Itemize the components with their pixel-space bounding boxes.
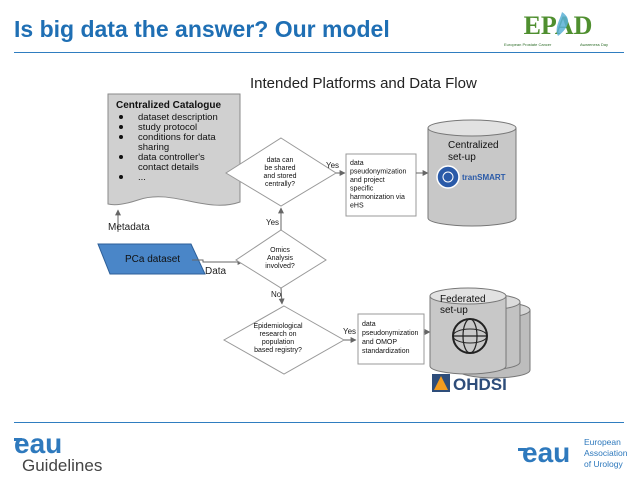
eau-logo-right-text: eau xyxy=(522,438,570,468)
ohdsi-logo: OHDSI xyxy=(432,374,507,394)
decision_epi-line: Epidemiological xyxy=(253,323,302,330)
decision-shared xyxy=(225,137,337,207)
federated-db-label-1: Federated xyxy=(440,294,486,305)
decision_omics-line: involved? xyxy=(265,263,295,270)
guidelines-label: Guidelines xyxy=(22,456,103,475)
catalogue-item: conditions for data xyxy=(138,132,216,143)
central-db-label-2: set-up xyxy=(448,152,476,163)
decision_shared-line: be shared xyxy=(264,165,295,172)
eau-name-line-2: Association xyxy=(584,448,628,458)
catalogue-item: sharing xyxy=(138,142,169,153)
process_federated-line: data xyxy=(362,321,376,328)
process_federated-line: pseudonymization xyxy=(362,330,419,337)
yes-label-omics: Yes xyxy=(266,218,279,227)
federated-database: Federated set-up xyxy=(429,287,531,379)
eau-name: European Association of Urology xyxy=(584,437,627,470)
decision_omics-line: Omics xyxy=(270,247,290,254)
central-db-label-1: Centralized xyxy=(448,140,499,151)
catalogue-item: ... xyxy=(138,172,146,183)
catalogue-document: Centralized Catalogue dataset descriptio… xyxy=(107,93,241,206)
title-divider xyxy=(14,52,624,53)
process_central-line: and project xyxy=(350,177,385,184)
catalogue-heading: Centralized Catalogue xyxy=(116,100,221,111)
epad-logo: EPAD European Prostate Cancer Awareness … xyxy=(504,11,608,47)
eau-logo-left-text: eau xyxy=(14,430,62,458)
decision_shared-line: and stored xyxy=(263,173,296,180)
process_central-line: specific xyxy=(350,186,374,193)
process_central-line: pseudonymization xyxy=(350,169,407,176)
catalogue-item: dataset description xyxy=(138,112,218,123)
eau-name-line-1: European xyxy=(584,437,621,447)
central-database: Centralized set-up tranSMART xyxy=(427,119,517,227)
dataset-shape xyxy=(97,243,206,275)
diagram-title: Intended Platforms and Data Flow xyxy=(250,75,477,92)
transmart-label: tranSMART xyxy=(462,173,506,182)
ohdsi-label: OHDSI xyxy=(453,375,507,394)
epad-subtitle-left: European Prostate Cancer xyxy=(504,42,552,47)
decision-epi xyxy=(222,305,346,375)
footer-divider xyxy=(14,422,624,423)
data-label: Data xyxy=(205,266,227,277)
catalogue-item: contact details xyxy=(138,162,199,173)
decision_epi-line: based registry? xyxy=(254,347,302,354)
epad-subtitle-right: Awareness Day xyxy=(580,42,608,47)
bullet-icon xyxy=(119,125,123,129)
process-federated xyxy=(357,313,425,365)
process_central-line: data xyxy=(350,160,364,167)
no-label: No xyxy=(271,290,282,299)
process_central-line: harmonization via xyxy=(350,194,405,201)
dataset-label: PCa dataset xyxy=(125,254,180,265)
globe-icon xyxy=(452,318,488,354)
bullet-icon xyxy=(119,115,123,119)
metadata-label: Metadata xyxy=(108,222,150,233)
process-federated-text: data pseudonymization and OMOP standardizat… xyxy=(362,321,419,355)
federated-db-label-2: set-up xyxy=(440,305,468,316)
catalogue-item: study protocol xyxy=(138,122,197,133)
yes-label-epi: Yes xyxy=(343,327,356,336)
process-central xyxy=(345,153,417,217)
catalogue-item: data controller's xyxy=(138,152,205,163)
process_central-line: eHS xyxy=(350,203,364,210)
bullet-icon xyxy=(119,135,123,139)
slide-title: Is big data the answer? Our model xyxy=(14,16,390,42)
yes-label-shared: Yes xyxy=(326,161,339,170)
eau-logo-left: eau xyxy=(14,430,62,458)
eau-logo-right: eau xyxy=(518,438,570,468)
decision_shared-line: data can xyxy=(267,157,294,164)
eau-name-line-3: of Urology xyxy=(584,459,623,469)
data-flow-diagram: Intended Platforms and Data Flow Central… xyxy=(97,75,531,394)
decision_epi-line: research on xyxy=(260,331,297,338)
bullet-icon xyxy=(119,175,123,179)
process_federated-line: standardization xyxy=(362,348,410,355)
bullet-icon xyxy=(119,155,123,159)
decision_omics-line: Analysis xyxy=(267,255,294,262)
process_federated-line: and OMOP xyxy=(362,339,397,346)
decision_epi-line: population xyxy=(262,339,294,346)
transmart-icon xyxy=(436,165,460,189)
decision_shared-line: centrally? xyxy=(265,181,295,188)
